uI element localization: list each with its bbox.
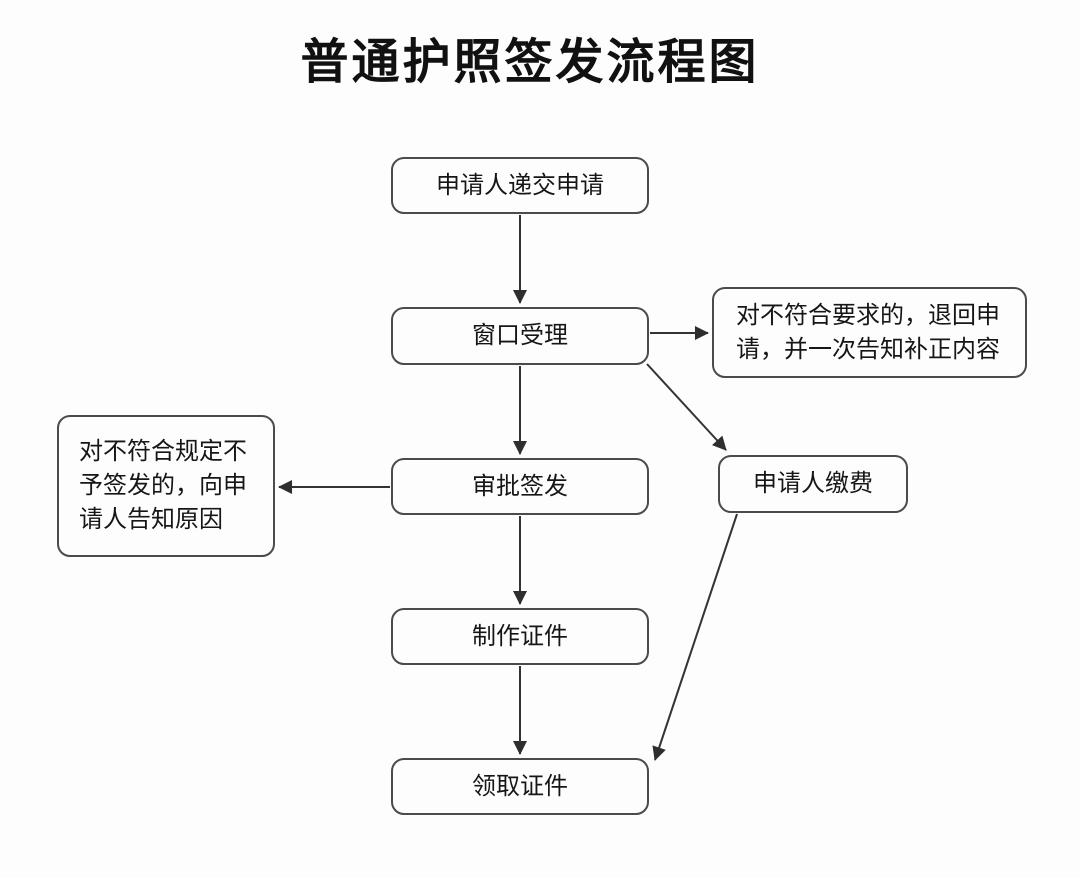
node-approval-issuance: 审批签发 xyxy=(391,458,649,515)
node-collect-document: 领取证件 xyxy=(391,758,649,815)
edge-pay-to-collect-arrow xyxy=(652,513,738,761)
node-applicant-pays-fee: 申请人缴费 xyxy=(718,455,908,513)
node-return-application-notice: 对不符合要求的，退回申请，并一次告知补正内容 xyxy=(712,287,1027,378)
node-window-acceptance: 窗口受理 xyxy=(391,307,649,365)
edge-window-to-pay-arrow xyxy=(646,363,727,451)
node-produce-document: 制作证件 xyxy=(391,608,649,665)
node-denial-reason-notice: 对不符合规定不予签发的，向申请人告知原因 xyxy=(57,415,275,557)
node-applicant-submits-application: 申请人递交申请 xyxy=(391,157,649,214)
diagram-title: 普通护照签发流程图 xyxy=(300,36,760,89)
